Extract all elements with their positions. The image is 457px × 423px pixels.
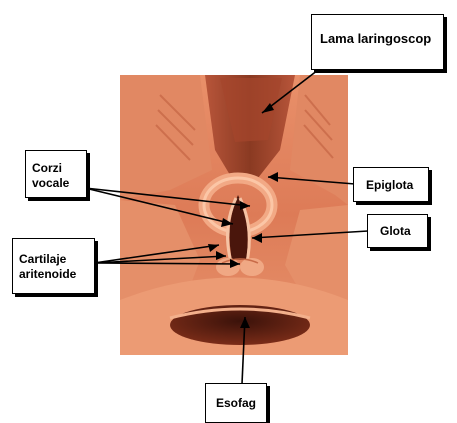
label-esofag: Esofag (205, 383, 267, 423)
label-glota: Glota (367, 214, 428, 248)
esophagus-opening (170, 305, 310, 345)
label-lama-laringoscop: Lama laringoscop (311, 14, 444, 70)
label-corzi-vocale: Corzi vocale (25, 150, 87, 198)
label-epiglota: Epiglota (353, 167, 429, 202)
label-cartilaje-aritenoide: Cartilaje aritenoide (12, 238, 95, 294)
arrow-cartilaje-3 (94, 263, 240, 264)
diagram-stage: Lama laringoscop Corzi vocale Cartilaje … (0, 0, 457, 414)
